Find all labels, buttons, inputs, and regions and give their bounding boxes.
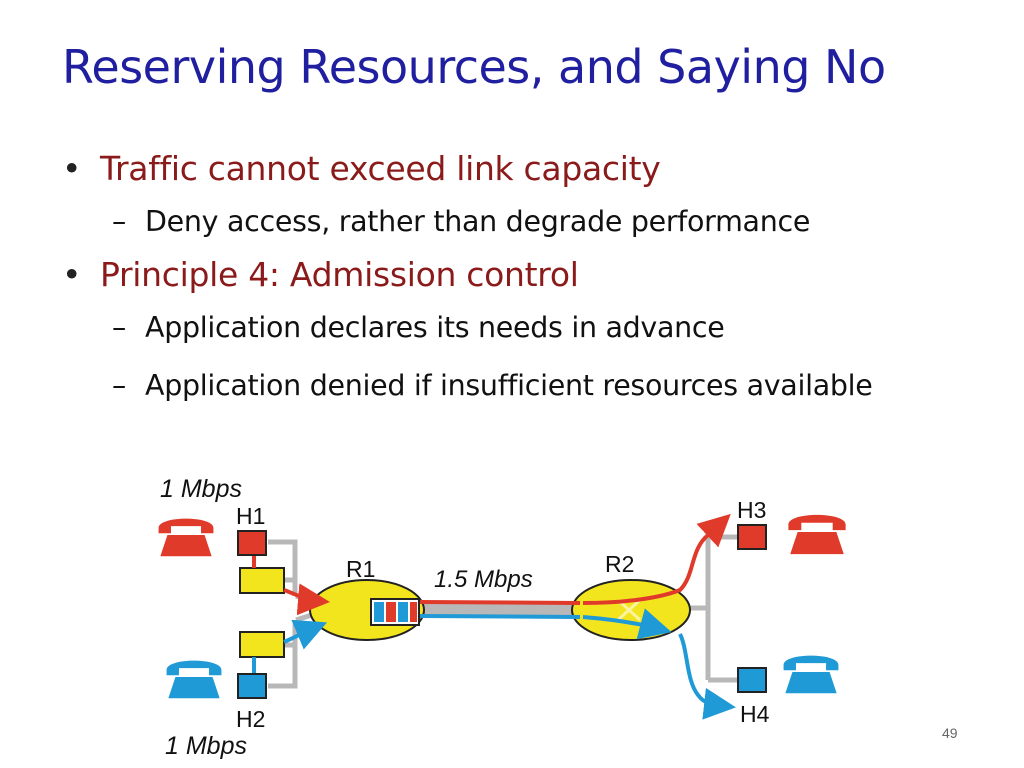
- h3-label: H3: [737, 497, 766, 523]
- bullet-item: • Traffic cannot exceed link capacity: [60, 145, 1010, 193]
- sub-bullet-item: – Deny access, rather than degrade perfo…: [60, 193, 1010, 251]
- phone-icon: [166, 660, 222, 699]
- link-rate-label: 1.5 Mbps: [434, 566, 533, 593]
- sub-bullet-dash: –: [112, 205, 126, 238]
- h2-rate-label: 1 Mbps: [165, 732, 247, 760]
- r1-label: R1: [346, 556, 375, 582]
- host-h1: [237, 530, 267, 556]
- r2-label: R2: [605, 551, 634, 577]
- sub-bullet-item: – Application denied if insufficient res…: [60, 357, 1010, 415]
- page-number: 49: [942, 725, 958, 741]
- phone-icon: [788, 514, 846, 555]
- edge-box-h2: [239, 631, 285, 658]
- red-flow: [252, 513, 731, 616]
- sub-bullet-dash: –: [112, 369, 126, 402]
- host-h3: [737, 524, 767, 550]
- queue-buffer: [370, 598, 420, 626]
- blue-flow: [252, 608, 736, 720]
- bullet-text: Traffic cannot exceed link capacity: [100, 149, 661, 188]
- bullet-list: • Traffic cannot exceed link capacity – …: [60, 145, 1010, 415]
- sub-bullet-text: Application denied if insufficient resou…: [145, 369, 873, 402]
- phone-icon: [158, 518, 214, 557]
- sub-bullet-text: Deny access, rather than degrade perform…: [145, 205, 811, 238]
- bullet-item: • Principle 4: Admission control: [60, 251, 1010, 299]
- bullet-text: Principle 4: Admission control: [100, 255, 579, 294]
- host-h2: [237, 673, 267, 699]
- sub-bullet-text: Application declares its needs in advanc…: [145, 311, 725, 344]
- h2-label: H2: [236, 706, 265, 732]
- slide-title: Reserving Resources, and Saying No: [62, 40, 886, 94]
- sub-bullet-dash: –: [112, 311, 126, 344]
- h1-label: H1: [236, 503, 265, 529]
- h1-rate-label: 1 Mbps: [160, 475, 242, 503]
- bullet-dot: •: [62, 149, 82, 188]
- host-h4: [737, 667, 767, 693]
- sub-bullet-item: – Application declares its needs in adva…: [60, 299, 1010, 357]
- phone-icon: [783, 655, 839, 694]
- bullet-dot: •: [62, 255, 82, 294]
- h4-label: H4: [740, 701, 770, 727]
- edge-box-h1: [239, 567, 285, 594]
